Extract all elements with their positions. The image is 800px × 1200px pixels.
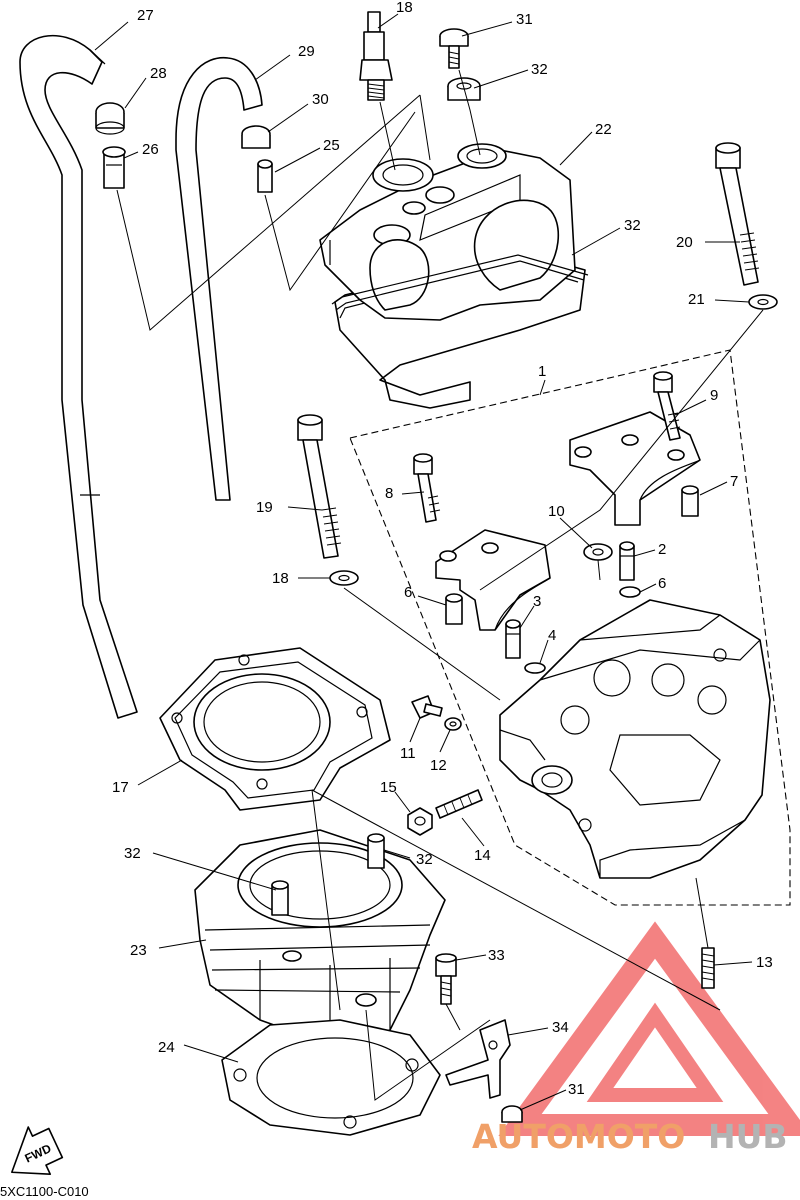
cylinder-head-1 [499, 599, 771, 879]
cover-grommet-27 [447, 77, 481, 101]
forward-direction-arrow: FWD [11, 1126, 64, 1175]
stud-11 [701, 947, 715, 989]
valve-guide-3 [505, 619, 521, 659]
watermark-triangle-outer [498, 921, 800, 1136]
callout-20: 25 [323, 137, 340, 154]
valve-guide-2 [619, 541, 635, 581]
callout-14: 18 [396, 0, 413, 16]
hose-clamp-23 [95, 102, 125, 135]
dowel-pin-6-left [445, 593, 463, 625]
callout-leaders [94, 13, 753, 1111]
nut-13 [407, 807, 433, 836]
washer-18-right [748, 294, 778, 310]
callout-5: 6 [658, 575, 666, 592]
callout-31: 31 [568, 1081, 585, 1098]
bolt-33 [435, 953, 457, 1005]
callout-22: 27 [137, 7, 154, 24]
callout-1: 1 [538, 363, 546, 380]
bolt-9 [411, 695, 443, 719]
hose-clamp-25 [241, 125, 271, 149]
callout-29: 23 [130, 942, 147, 959]
hose-fitting-21 [102, 146, 126, 189]
callout-25: 30 [312, 91, 329, 108]
callout-27: 32 [531, 61, 548, 78]
o-ring-5 [619, 586, 641, 598]
callout-33: 33 [488, 947, 505, 964]
callout-9: 11 [400, 745, 416, 762]
stud-bolt-12 [435, 789, 483, 819]
dowel-pin-32-right [367, 833, 385, 869]
callout-10: 12 [430, 757, 447, 774]
callout-21: 26 [142, 141, 159, 158]
watermark-brand-part1: AUTOMOTO [472, 1117, 685, 1156]
callout-24: 29 [298, 43, 315, 60]
breather-hose-24 [175, 56, 263, 501]
spark-plug-14 [359, 11, 393, 101]
head-bolt-16 [297, 414, 342, 559]
head-cover-gasket-28 [331, 254, 589, 311]
callout-8: 10 [548, 503, 565, 520]
cylinder-base-gasket-30 [221, 1019, 441, 1136]
callout-15: 17 [112, 779, 129, 796]
o-ring-4 [524, 662, 546, 674]
hose-fitting-20 [257, 159, 273, 193]
callout-30: 24 [158, 1039, 175, 1056]
bracket-34 [445, 1019, 511, 1099]
cylinder-head-gasket-15 [159, 647, 391, 811]
watermark-brand-part2: HUB [708, 1117, 788, 1156]
washer-18-left [329, 570, 359, 586]
cylinder-29 [194, 829, 446, 1046]
callout-23: 28 [150, 65, 167, 82]
callout-17: 20 [676, 234, 693, 251]
callout-labels: 27 28 26 29 30 25 18 31 32 22 32 20 21 1… [112, 0, 773, 1098]
callout-18-right: 21 [688, 291, 705, 308]
cover-bolt-26 [439, 28, 469, 69]
head-bolt-17 [715, 142, 760, 286]
callout-7-right: 9 [710, 387, 718, 404]
callout-28: 32 [624, 217, 641, 234]
watermark-wordmark: AUTOMOTO HUB [472, 1117, 788, 1156]
washer-10 [444, 717, 462, 731]
dowel-pin-6-right [681, 485, 699, 517]
cam-cap-bolt-7-left [413, 453, 441, 523]
watermark-triangle-inner [586, 1002, 724, 1102]
assembly-reference-lines [116, 69, 764, 1101]
callout-18-left: 18 [272, 570, 289, 587]
callout-4: 4 [548, 627, 556, 644]
dowel-pin-32-left [271, 880, 289, 916]
callout-3: 3 [533, 593, 541, 610]
callout-7-left: 8 [385, 485, 393, 502]
cam-cap-bolt-7-right [653, 371, 681, 441]
callout-12: 14 [474, 847, 491, 864]
callout-19: 22 [595, 121, 612, 138]
watermark-logo [498, 921, 800, 1136]
callout-16: 19 [256, 499, 273, 516]
callout-32-right: 32 [416, 851, 433, 868]
breather-hose-22 [19, 34, 138, 719]
callout-32-left: 32 [124, 845, 141, 862]
callout-26: 31 [516, 11, 533, 28]
callout-34: 34 [552, 1019, 569, 1036]
camshaft-cap-right [569, 411, 701, 526]
diagram-code: 5XC1100-C010 [0, 1184, 89, 1199]
nut-31 [501, 1105, 523, 1123]
camshaft-cap-left [435, 529, 551, 631]
callout-2: 2 [658, 541, 666, 558]
callout-6-left: 6 [404, 584, 412, 601]
callout-6-right: 7 [730, 473, 738, 490]
seal-8 [583, 543, 613, 561]
callout-11: 13 [756, 954, 773, 971]
callout-13: 15 [380, 779, 397, 796]
